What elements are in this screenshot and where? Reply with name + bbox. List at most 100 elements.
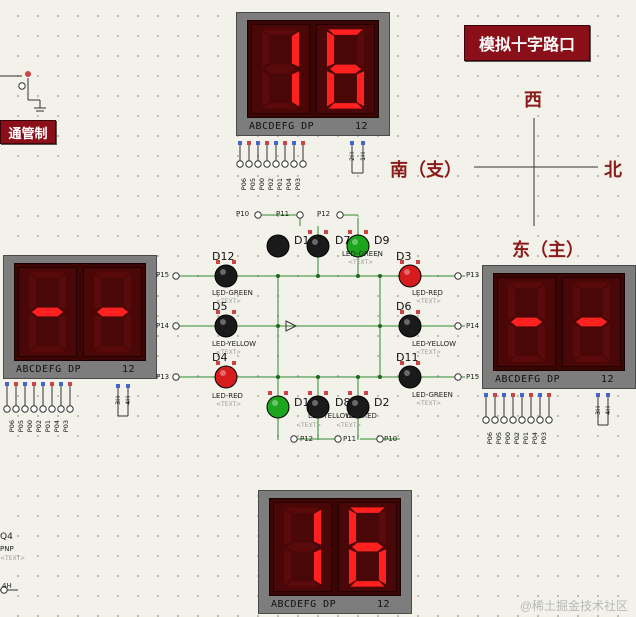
segment-g [510,317,543,327]
transistor-text: <TEXT> [0,555,26,562]
terminal-pin [172,373,180,381]
pin-marker [238,141,242,145]
segment-a [30,272,65,278]
pin-marker [520,393,524,397]
pin-label: P06 [240,178,248,191]
segment-f [507,284,516,320]
led-ref-d9: D9 [374,234,390,247]
pin-marker [116,384,120,388]
pin-marker [268,391,272,395]
pin-marker [232,260,236,264]
display-left: ABCDEFG DP 12 [3,255,157,379]
port-p10-top: P10 [236,210,250,218]
terminal-pin [263,160,271,168]
pin-marker [308,391,312,395]
terminal-pin [299,160,307,168]
segment-c [356,71,365,107]
port-p12-top: P12 [317,210,331,218]
segment-g [351,542,384,552]
terminal-pin [336,211,344,219]
segment-c [602,324,611,360]
pin-label: P05 [17,420,25,433]
pin-marker [68,382,72,386]
switch-pin [25,71,31,77]
segment-b [602,284,611,320]
terminal-pin [281,160,289,168]
junction-dot [356,274,360,278]
led-text-d2: <TEXT> [336,422,362,429]
led-ref-d5: D5 [212,300,228,313]
led-d3 [398,264,422,288]
pin-marker [59,382,63,386]
led-d5 [214,314,238,338]
led-type-d3: LED-RED [412,289,443,297]
pin-marker [256,141,260,145]
led-glare [220,319,226,325]
terminal-pin [290,160,298,168]
terminal-pin [454,373,462,381]
terminal-pin [491,416,499,424]
pin-marker [596,393,600,397]
pin-label: P04 [53,420,61,433]
segment-a [285,507,320,513]
terminal-pin [30,405,38,413]
led-text-d12: <TEXT> [216,298,242,305]
led-d7 [306,234,330,258]
terminal-pin [527,416,535,424]
port-p15-left: P15 [156,271,170,279]
display-right-caption: ABCDEFG DP [495,374,561,385]
display-top-digit-1 [251,24,310,114]
led-ref-d11: D11 [396,351,419,364]
pin-marker [606,393,610,397]
segment-c [291,71,300,107]
segment-b [291,31,300,67]
segment-d [574,356,609,362]
led-ref-d12: D12 [212,250,235,263]
segment-d [509,356,544,362]
terminal-pin [172,322,180,330]
pin-marker [350,141,354,145]
led-ref-d1: D1 [294,396,310,409]
pin-marker [364,391,368,395]
transistor-pin: 4H [2,582,12,590]
segment-b [58,274,67,310]
terminal-pin [272,160,280,168]
terminal-pin [454,322,462,330]
segment-e [93,314,102,350]
pin-marker [324,230,328,234]
pin-marker [348,230,352,234]
port-p14-right: P14 [466,322,480,330]
segment-e [507,324,516,360]
terminal-pin [236,160,244,168]
pin-marker [538,393,542,397]
segment-f [28,274,37,310]
terminal-pin [0,586,8,594]
segment-c [58,314,67,350]
pin-label: P01 [522,432,530,445]
led-type-d5: LED-YELLOW [212,340,257,348]
pin-marker [364,230,368,234]
pin-marker [529,393,533,397]
pin-label: P02 [267,178,275,191]
led-glare [312,239,318,245]
terminal-pin [57,405,65,413]
pin-marker [23,382,27,386]
terminal-pin [536,416,544,424]
junction-dot [276,375,280,379]
display-bottom-screen [269,498,401,596]
pin-label: 4H [124,396,132,406]
pin-marker [502,393,506,397]
display-left-screen [14,263,146,361]
pin-marker [511,393,515,397]
terminal-pin [509,416,517,424]
terminal-pin [21,405,29,413]
led-d9 [346,234,370,258]
segment-d [30,346,65,352]
port-p11-bottom: P11 [343,435,357,443]
segment-e [326,71,335,107]
junction-dot [316,274,320,278]
led-type-d4: LED-RED [212,392,243,400]
segment-e [261,71,270,107]
pin-marker [416,361,420,365]
segment-a [328,29,363,35]
